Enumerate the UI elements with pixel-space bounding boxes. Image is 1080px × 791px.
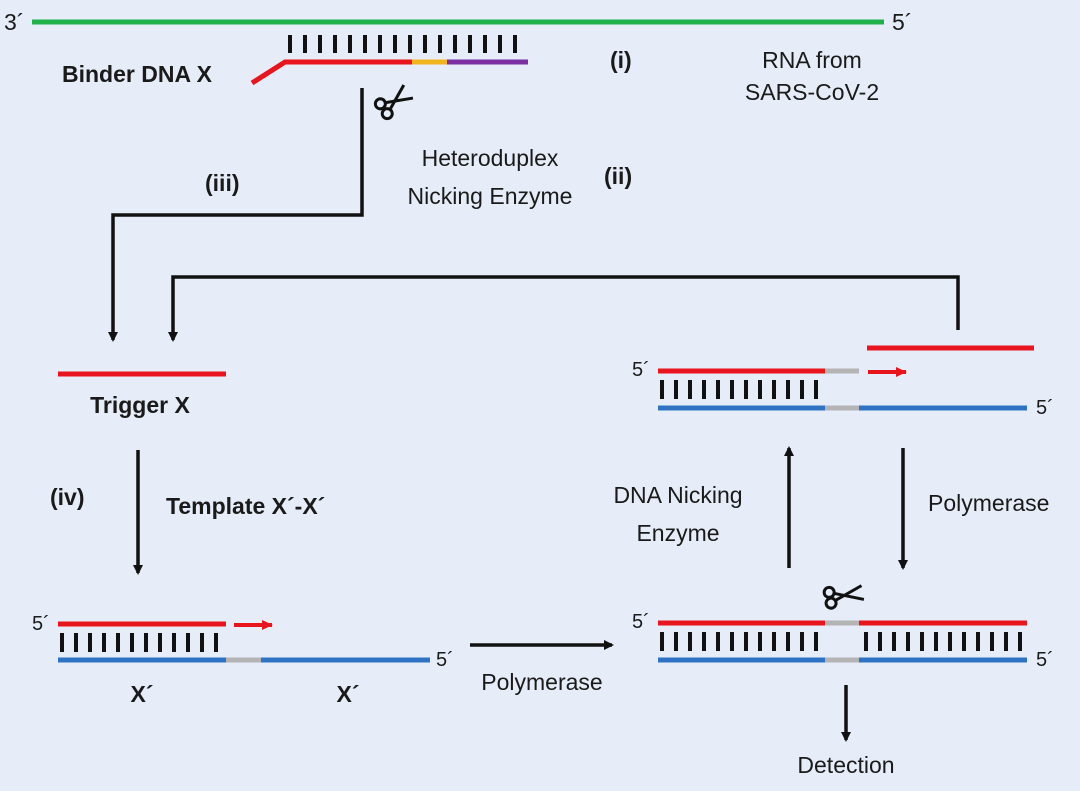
rna-5prime-label: 5´ (892, 9, 912, 35)
trigger-section: Trigger X (iv) Template X´-X´ (50, 371, 325, 575)
detection-label: Detection (797, 752, 894, 778)
step-i-label: (i) (610, 47, 632, 73)
br-5prime-right: 5´ (1036, 649, 1054, 671)
x-prime-right-label: X´ (337, 681, 360, 707)
bl-base-pairs (60, 633, 218, 652)
binder-dna-label: Binder DNA X (62, 61, 213, 87)
bottom-right-duplex: 5´ 5´ Detection (632, 584, 1054, 778)
bl-5prime-left: 5´ (32, 613, 50, 635)
binder-red-segment (250, 59, 412, 86)
polymerase-right-label: Polymerase (928, 490, 1049, 516)
rna-3prime-label: 3´ (4, 9, 24, 35)
top-right-duplex: 5´ 5´ (632, 345, 1054, 419)
step-ii-label: (ii) (604, 163, 632, 189)
scissors-icon (822, 584, 865, 610)
dna-nicking-line2: Enzyme (636, 520, 719, 546)
feedback-loop-arrow (168, 275, 960, 342)
polymerase-middle-label: Polymerase (481, 669, 602, 695)
rna-source-line1: RNA from (762, 47, 862, 73)
tr-5prime-right: 5´ (1036, 397, 1054, 419)
trigger-label: Trigger X (90, 392, 190, 418)
scissors-icon (373, 84, 414, 121)
bl-5prime-right: 5´ (436, 649, 454, 671)
heteroduplex-line2: Nicking Enzyme (408, 183, 573, 209)
x-prime-left-label: X´ (131, 681, 154, 707)
dna-nicking-line1: DNA Nicking (613, 482, 742, 508)
heteroduplex-line1: Heteroduplex (422, 145, 559, 171)
br-5prime-left: 5´ (632, 611, 650, 633)
br-base-pairs (660, 632, 1022, 651)
heteroduplex-section: (iii) Heteroduplex Nicking Enzyme (ii) (108, 88, 632, 342)
step-iv-label: (iv) (50, 484, 85, 510)
tr-5prime-left: 5´ (632, 359, 650, 381)
step-iii-label: (iii) (205, 170, 240, 196)
rna-source-line2: SARS-CoV-2 (745, 79, 879, 105)
cleavage-arrow (108, 88, 364, 342)
bottom-left-duplex: 5´ 5´ X´ X´ (32, 613, 454, 707)
binder-base-pairs (288, 35, 517, 53)
tr-base-pairs (660, 380, 818, 399)
template-label: Template X´-X´ (166, 493, 325, 519)
rna-binding-section: 3´ 5´ Binder DNA X (i) RNA from SARS-CoV… (4, 9, 912, 121)
